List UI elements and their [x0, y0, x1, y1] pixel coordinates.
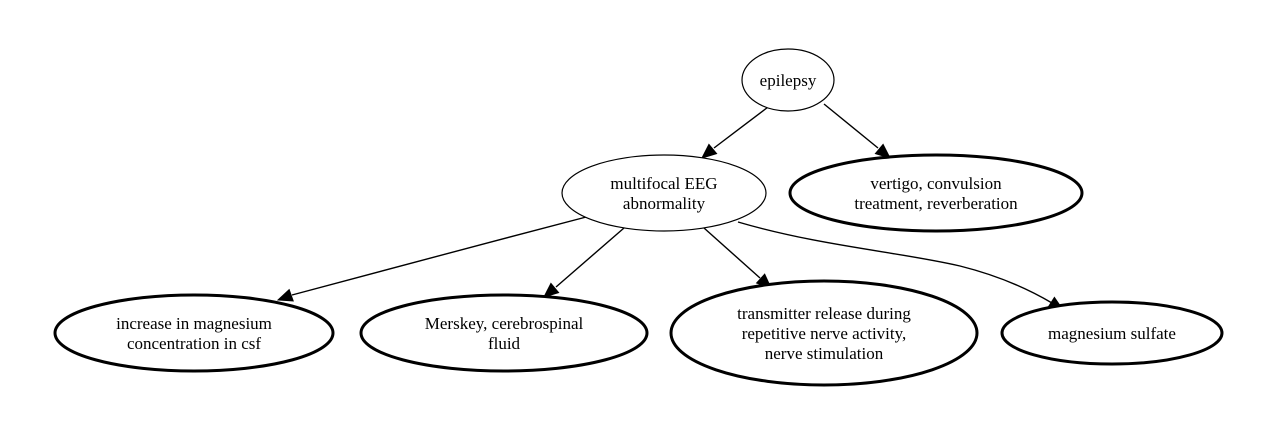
node-label-line: transmitter release during	[737, 304, 911, 323]
edge-line	[823, 103, 879, 149]
node-label-line: fluid	[488, 334, 521, 353]
edge-line	[291, 215, 591, 296]
edge-line	[703, 227, 761, 279]
edge-multifocal-to-increase	[276, 215, 591, 302]
node-label-line: increase in magnesium	[116, 314, 272, 333]
arrowhead	[543, 282, 560, 298]
arrowhead	[874, 143, 891, 159]
node-label-line: concentration in csf	[127, 334, 261, 353]
node-label-line: epilepsy	[760, 71, 817, 90]
node-ellipse	[741, 48, 835, 112]
edge-epilepsy-to-multifocal	[701, 103, 773, 159]
node-label-line: magnesium sulfate	[1048, 324, 1176, 343]
node-label-line: Merskey, cerebrospinal	[425, 314, 584, 333]
edge-line	[737, 221, 1053, 304]
node-ellipse	[359, 293, 649, 373]
node-label-line: treatment, reverberation	[854, 194, 1018, 213]
edge-multifocal-to-merskey	[543, 227, 625, 298]
edge-epilepsy-to-vertigo	[823, 103, 891, 159]
node-label-line: vertigo, convulsion	[870, 174, 1002, 193]
arrowhead	[276, 288, 294, 302]
edge-line	[555, 227, 625, 288]
node-magnesium: magnesium sulfate	[1000, 300, 1224, 366]
node-ellipse	[561, 154, 767, 232]
node-ellipse	[788, 153, 1084, 233]
node-ellipse	[53, 293, 335, 373]
node-epilepsy: epilepsy	[741, 48, 835, 112]
node-ellipse	[1000, 300, 1224, 366]
edge-line	[713, 103, 773, 149]
node-label-line: multifocal EEG	[610, 174, 717, 193]
node-ellipse	[669, 279, 979, 387]
edge-multifocal-to-transmitter	[703, 227, 772, 289]
node-label-line: nerve stimulation	[765, 344, 884, 363]
arrowhead	[701, 143, 718, 159]
node-label-line: repetitive nerve activity,	[742, 324, 907, 343]
node-label-line: abnormality	[623, 194, 706, 213]
